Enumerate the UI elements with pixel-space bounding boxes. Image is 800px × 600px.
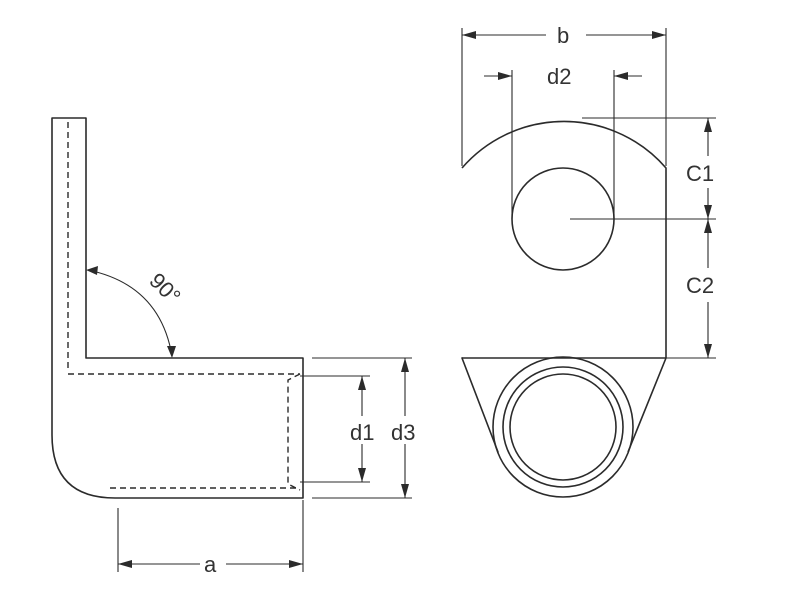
dimension-b: b xyxy=(461,23,667,166)
barrel-outer-ring xyxy=(492,356,634,498)
dimension-d3-label: d3 xyxy=(391,420,415,445)
barrel-inner-ring xyxy=(509,373,617,481)
dimension-c2-label: C2 xyxy=(686,273,714,298)
dimension-a: a xyxy=(117,500,304,577)
dimension-a-label: a xyxy=(204,552,217,577)
dimension-c1-label: C1 xyxy=(686,161,714,186)
side-view: 90° xyxy=(51,117,304,499)
front-view-outline xyxy=(461,120,667,453)
angle-arrow-bottom xyxy=(167,346,176,358)
dimension-d2: d2 xyxy=(484,64,642,219)
angle-label: 90° xyxy=(144,268,185,309)
dimension-d3: d3 xyxy=(312,357,415,499)
dimension-d1: d1 xyxy=(300,375,374,483)
side-view-outline xyxy=(51,117,304,499)
dimension-d2-label: d2 xyxy=(547,64,571,89)
side-view-hidden-lines xyxy=(67,122,301,491)
barrel-middle-ring xyxy=(502,366,624,488)
angle-arc xyxy=(87,269,173,357)
front-view xyxy=(461,120,716,498)
dimension-b-label: b xyxy=(557,23,569,48)
dimension-c2: C2 xyxy=(666,219,716,359)
dimension-d1-label: d1 xyxy=(350,420,374,445)
angle-arrow-top xyxy=(86,266,98,275)
dimension-c1: C1 xyxy=(582,117,716,219)
